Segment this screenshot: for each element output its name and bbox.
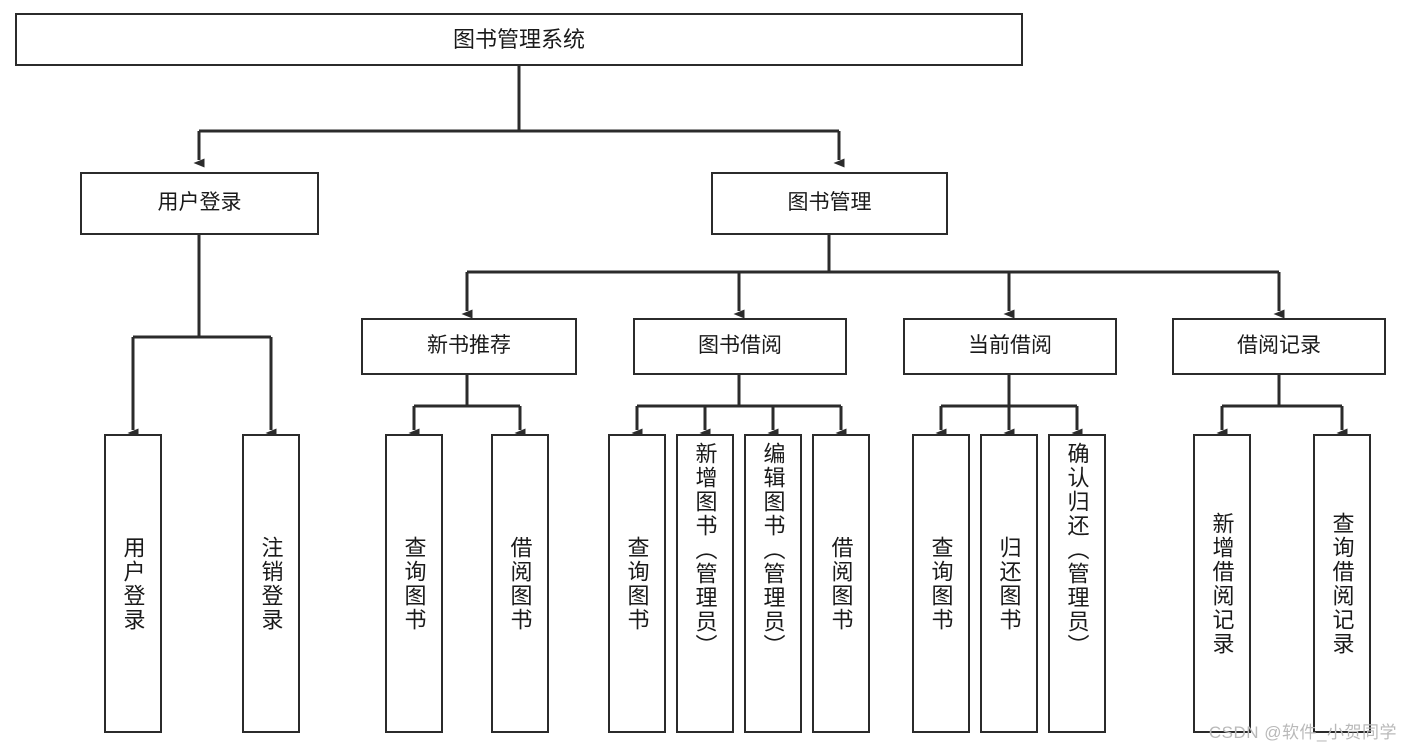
node-label: 借阅图书 [828, 535, 854, 632]
node-label: 图书借阅 [698, 334, 782, 358]
node-label: 借阅记录 [1237, 334, 1321, 358]
node-new-book-recommend[interactable]: 新书推荐 [361, 318, 577, 375]
node-label: 用户登录 [157, 191, 242, 215]
leaf-borrow-book-recommend[interactable]: 借阅图书 [491, 434, 549, 733]
node-current-borrow[interactable]: 当前借阅 [903, 318, 1117, 375]
node-label: 借阅图书 [507, 535, 533, 632]
csdn-watermark: CSDN @软件_小贺同学 [1208, 723, 1397, 742]
leaf-query-book-recommend[interactable]: 查询图书 [385, 434, 443, 733]
node-label: 用户登录 [120, 535, 146, 632]
node-label: 确认归还（管理员） [1064, 442, 1090, 658]
node-label: 编辑图书（管理员） [760, 442, 786, 658]
node-label: 新书推荐 [427, 334, 511, 358]
node-user-login[interactable]: 用户登录 [80, 172, 319, 235]
node-label: 新增图书（管理员） [692, 442, 718, 658]
leaf-add-book-admin[interactable]: 新增图书（管理员） [676, 434, 734, 733]
node-book-management[interactable]: 图书管理 [711, 172, 948, 235]
leaf-return-book[interactable]: 归还图书 [980, 434, 1038, 733]
leaf-logout-login[interactable]: 注销登录 [242, 434, 300, 733]
node-label: 新增借阅记录 [1209, 511, 1235, 656]
node-label: 查询借阅记录 [1329, 511, 1355, 656]
leaf-add-borrow-record[interactable]: 新增借阅记录 [1193, 434, 1251, 733]
leaf-edit-book-admin[interactable]: 编辑图书（管理员） [744, 434, 802, 733]
node-label: 查询图书 [401, 535, 427, 632]
node-label: 当前借阅 [968, 334, 1052, 358]
leaf-confirm-return-admin[interactable]: 确认归还（管理员） [1048, 434, 1106, 733]
node-label: 图书管理 [787, 191, 872, 215]
leaf-query-book-current[interactable]: 查询图书 [912, 434, 970, 733]
node-borrow-record[interactable]: 借阅记录 [1172, 318, 1386, 375]
node-book-borrow[interactable]: 图书借阅 [633, 318, 847, 375]
leaf-borrow-book[interactable]: 借阅图书 [812, 434, 870, 733]
node-label: 查询图书 [624, 535, 650, 632]
node-label: 注销登录 [258, 535, 284, 632]
leaf-user-login[interactable]: 用户登录 [104, 434, 162, 733]
node-label: 图书管理系统 [452, 26, 585, 52]
node-root-system[interactable]: 图书管理系统 [15, 13, 1023, 66]
leaf-query-book-borrow[interactable]: 查询图书 [608, 434, 666, 733]
node-label: 查询图书 [928, 535, 954, 632]
node-label: 归还图书 [996, 535, 1022, 632]
leaf-query-borrow-record[interactable]: 查询借阅记录 [1313, 434, 1371, 733]
